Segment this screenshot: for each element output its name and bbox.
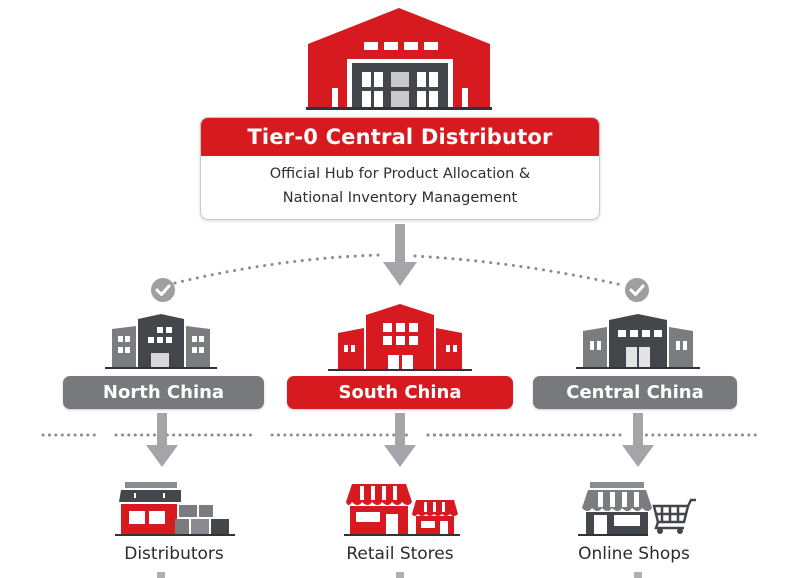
outlet-label-distributors: Distributors bbox=[124, 544, 224, 564]
hub-subtitle-line2: National Inventory Management bbox=[282, 190, 518, 206]
arrow-down-icon bbox=[384, 413, 416, 467]
connector-stub bbox=[634, 572, 642, 578]
hub-title: Tier-0 Central Distributor bbox=[201, 118, 599, 156]
region-connector-lines bbox=[41, 433, 758, 437]
connector-stub bbox=[396, 572, 404, 578]
online-shop-cart-icon bbox=[578, 482, 696, 536]
connector-stub bbox=[157, 572, 165, 578]
hub-card: Tier-0 Central Distributor Official Hub … bbox=[200, 117, 600, 220]
region-north-china: North China bbox=[63, 376, 264, 409]
check-circle-icon bbox=[625, 278, 649, 302]
office-building-icon bbox=[328, 304, 472, 371]
office-building-icon bbox=[105, 314, 217, 369]
outlet-label-retail-stores: Retail Stores bbox=[346, 544, 454, 564]
region-label: Central China bbox=[566, 382, 704, 403]
outlet-label-online-shops: Online Shops bbox=[578, 544, 690, 564]
region-central-china: Central China bbox=[533, 376, 737, 409]
arrow-down-icon bbox=[622, 413, 654, 467]
arrow-down-icon bbox=[146, 413, 178, 467]
hub-connector-lines bbox=[173, 253, 624, 287]
office-building-icon bbox=[576, 314, 700, 369]
region-label: South China bbox=[338, 382, 462, 403]
region-label: North China bbox=[102, 382, 225, 403]
retail-store-icon bbox=[344, 484, 460, 536]
hub-subtitle: Official Hub for Product Allocation & Na… bbox=[201, 156, 599, 210]
arrow-down-icon bbox=[383, 224, 417, 286]
region-south-china: South China bbox=[287, 376, 513, 409]
check-circle-icon bbox=[151, 278, 175, 302]
distribution-store-icon bbox=[115, 482, 235, 536]
warehouse-icon bbox=[306, 8, 492, 110]
hub-subtitle-line1: Official Hub for Product Allocation & bbox=[269, 166, 531, 182]
